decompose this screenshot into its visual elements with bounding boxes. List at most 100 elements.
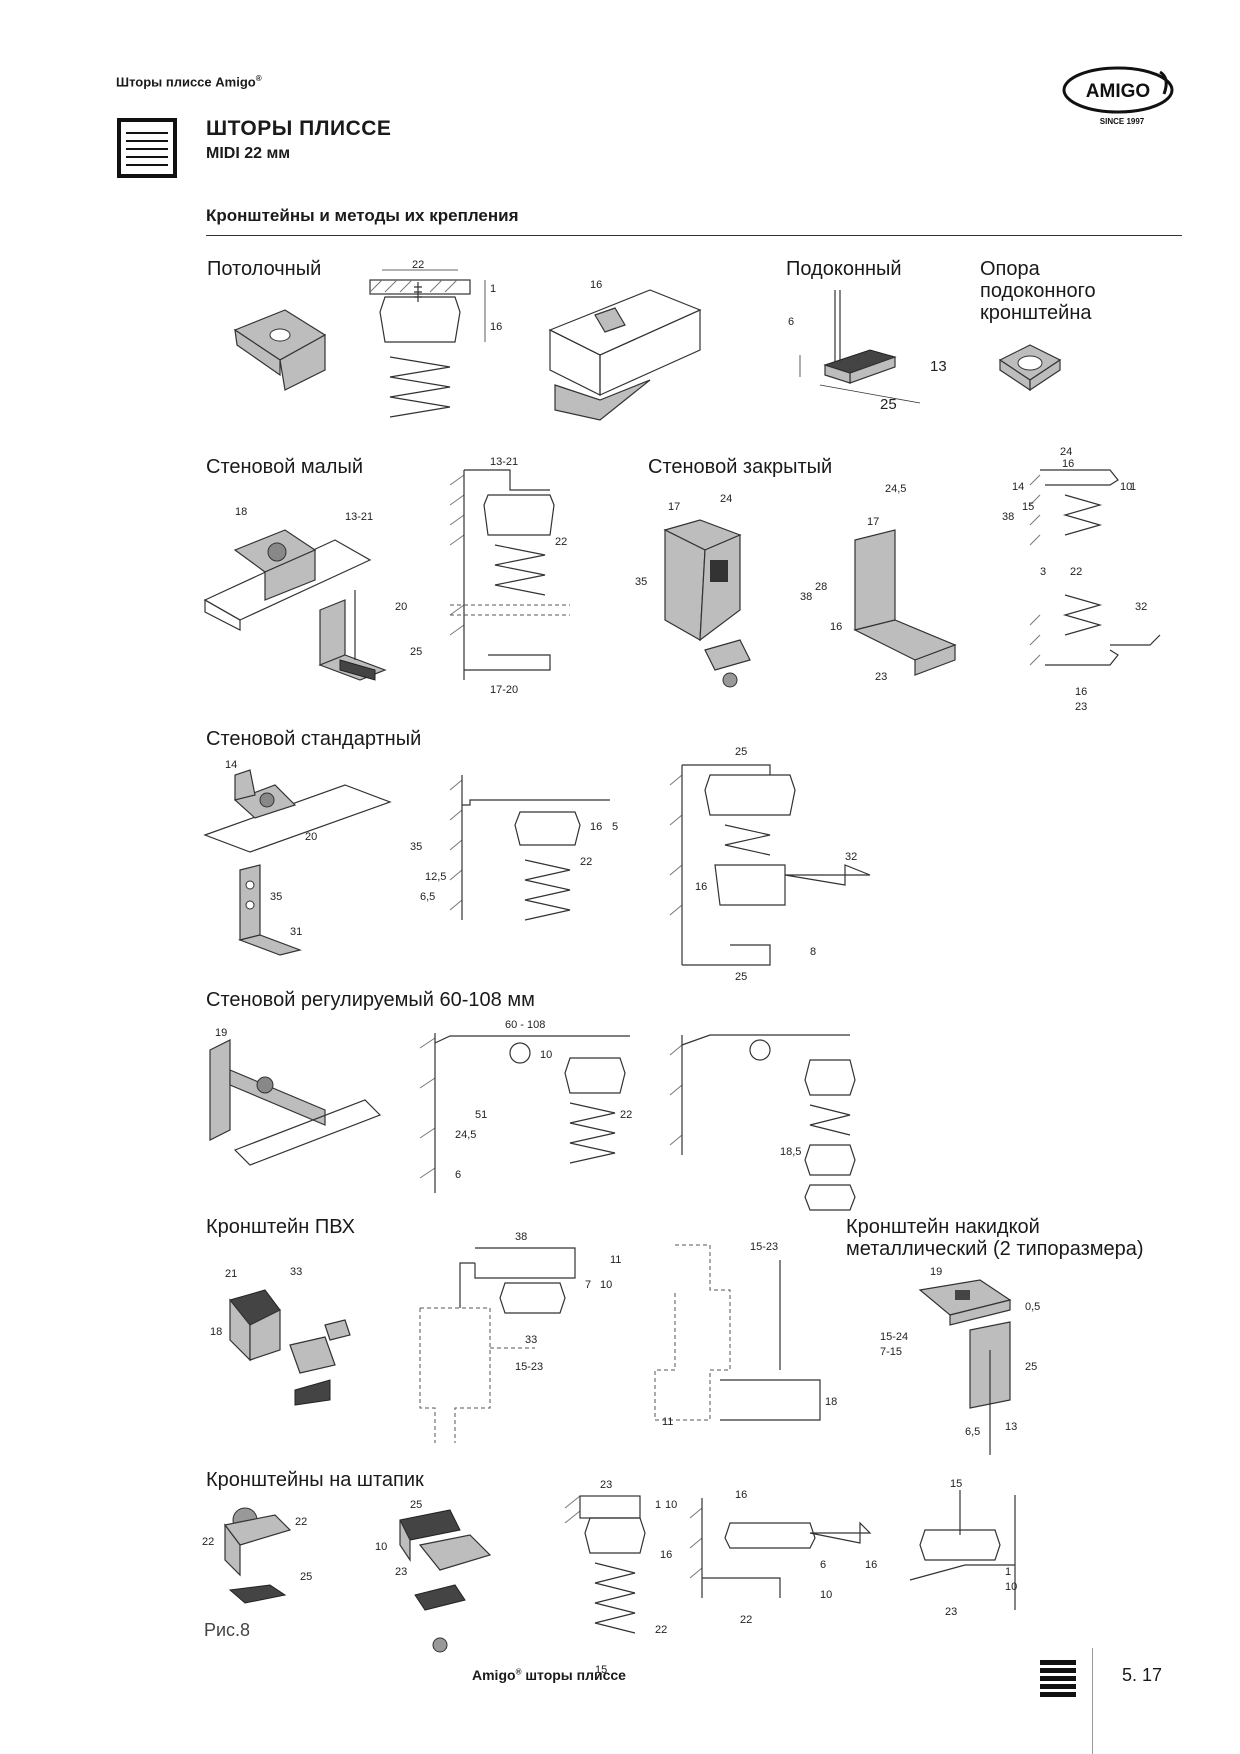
wall-adj-3d: 19 [209, 1027, 382, 1166]
dim-adj-60108: 60 - 108 [505, 1019, 545, 1031]
dim-pvcd-38: 38 [515, 1231, 527, 1243]
wall-closed-3d2: 24,5 17 38 28 16 23 [800, 483, 957, 683]
dim-pvc-18: 18 [210, 1326, 222, 1338]
dim-b2-10: 10 [375, 1541, 387, 1553]
dim-pvcd-7: 7 [585, 1279, 591, 1291]
pvc-drawing: 38 11 7 10 33 15-23 [419, 1231, 621, 1443]
dim-b3-23: 23 [600, 1479, 612, 1491]
ceiling-drawing: 22 1 16 [369, 259, 502, 418]
dim-ceiling-height: 16 [490, 321, 502, 333]
dim-b4-22: 22 [740, 1614, 752, 1626]
dim-wcd-32: 32 [1135, 601, 1147, 613]
ceiling-rail-3d: 16 [548, 279, 702, 421]
wall-adj-drawing2: 18,5 [669, 1034, 856, 1211]
footer-pleat-icon [1040, 1660, 1076, 1697]
dim-wcd-14: 14 [1012, 481, 1024, 493]
dim-b1-22b: 22 [295, 1516, 307, 1528]
footer-text: Amigo® шторы плиссе [472, 1667, 626, 1683]
dim-b3-16: 16 [660, 1549, 672, 1561]
dim-adj-22: 22 [620, 1109, 632, 1121]
dim-clip-715: 7-15 [880, 1346, 902, 1358]
dim-b1-25: 25 [300, 1571, 312, 1583]
section-title: Кронштейны и методы их крепления [206, 206, 519, 225]
dim-b4-16b: 16 [865, 1559, 877, 1571]
dim-ceiling-width: 22 [412, 259, 424, 271]
wall-small-drawing: 13-21 22 17-20 [449, 456, 570, 696]
dim-wstd2-8: 8 [810, 946, 816, 958]
label-clip-metal: Кронштейн накидкой металлический (2 типо… [846, 1216, 1144, 1260]
label-ceiling: Потолочный [207, 258, 322, 280]
dim-wstd-35: 35 [270, 891, 282, 903]
dim-wc2-245: 24,5 [885, 483, 906, 495]
dim-wc2-16: 16 [830, 621, 842, 633]
dim-b3-1: 1 [655, 1499, 661, 1511]
dim-wstdd-5: 5 [612, 821, 618, 833]
dim-wstdd-35: 35 [410, 841, 422, 853]
dim-wc2-23: 23 [875, 671, 887, 683]
dim-wsd-22: 22 [555, 536, 567, 548]
dim-b2-25: 25 [410, 1499, 422, 1511]
dim-b5-15: 15 [950, 1478, 962, 1490]
clip-metal-3d: 19 0,5 15-24 7-15 25 6,5 13 [880, 1266, 1040, 1455]
dim-clip-05: 0,5 [1025, 1301, 1040, 1313]
dim-b4-16: 16 [735, 1489, 747, 1501]
dim-clip-19: 19 [930, 1266, 942, 1278]
dim-rail-16: 16 [590, 279, 602, 291]
dim-pvcd-33: 33 [525, 1334, 537, 1346]
dim-ws-1321: 13-21 [345, 511, 373, 523]
dim-wcd-22: 22 [1070, 566, 1082, 578]
dim-clip-25: 25 [1025, 1361, 1037, 1373]
dim-wcd-38: 38 [1002, 511, 1014, 523]
dim-wc2-38: 38 [800, 591, 812, 603]
dim-wstd2-25b: 25 [735, 971, 747, 983]
figure-caption: Рис.8 [204, 1620, 251, 1640]
dim-wstd-14: 14 [225, 759, 237, 771]
dim-adj-10: 10 [540, 1049, 552, 1061]
wall-closed-3d: 17 24 35 [635, 493, 751, 688]
page-title: ШТОРЫ ПЛИССЕ [206, 117, 392, 140]
label-wall-standard: Стеновой стандартный [206, 728, 422, 750]
dim-wcd-16: 16 [1062, 458, 1074, 470]
sill-support-3d [998, 344, 1062, 392]
dim-b5-10: 10 [1005, 1581, 1017, 1593]
dim-b3-22: 22 [655, 1624, 667, 1636]
bead-drawing-2: 16 6 16 10 22 [689, 1489, 877, 1626]
section-divider [206, 235, 1182, 236]
dim-b4-6: 6 [820, 1559, 826, 1571]
dim-wsd-1321: 13-21 [490, 456, 518, 468]
bead-drawing-1: 23 1 10 16 22 15 [564, 1479, 677, 1676]
bead-drawing-3: 15 1 10 23 [909, 1478, 1017, 1618]
dim-clip-65: 6,5 [965, 1426, 980, 1438]
dim-b5-1: 1 [1005, 1566, 1011, 1578]
dim-wstdd-125: 12,5 [425, 871, 446, 883]
page-subtitle: MIDI 22 мм [206, 145, 291, 162]
dim-pvc2-1523: 15-23 [750, 1241, 778, 1253]
dim-wcd-23: 23 [1075, 701, 1087, 713]
amigo-logo: AMIGO SINCE 1997 [1062, 66, 1174, 126]
dim-wc-35: 35 [635, 576, 647, 588]
dim-wcd-1: 1 [1130, 481, 1136, 493]
wall-std-3d: 14 20 [203, 759, 392, 853]
dim-wcd-10: 10 [1120, 481, 1132, 493]
logo-text: AMIGO [1086, 81, 1150, 102]
dim-wstdd-22: 22 [580, 856, 592, 868]
dim-clip-13: 13 [1005, 1421, 1017, 1433]
dim-b3-15: 15 [595, 1664, 607, 1676]
dim-wstdd-16: 16 [590, 821, 602, 833]
dim-ws-25: 25 [410, 646, 422, 658]
pleated-blind-icon [117, 118, 177, 178]
dim-pvcd-1523: 15-23 [515, 1361, 543, 1373]
ceiling-bracket-3d [233, 309, 327, 391]
dim-sill-13: 13 [930, 358, 947, 375]
header-brand: Шторы плиссе Amigo® [116, 74, 262, 90]
dim-b2-23: 23 [395, 1566, 407, 1578]
dim-sill-25: 25 [880, 396, 897, 413]
dim-b3-10: 10 [665, 1499, 677, 1511]
dim-pvc-21: 21 [225, 1268, 237, 1280]
dim-sill-6: 6 [788, 316, 794, 328]
wall-adj-drawing: 60 - 108 10 51 24,5 6 22 [419, 1019, 632, 1193]
dim-b5-23: 23 [945, 1606, 957, 1618]
dim-wcd-15: 15 [1022, 501, 1034, 513]
dim-wc-24: 24 [720, 493, 732, 505]
dim-wstdd-65: 6,5 [420, 891, 435, 903]
